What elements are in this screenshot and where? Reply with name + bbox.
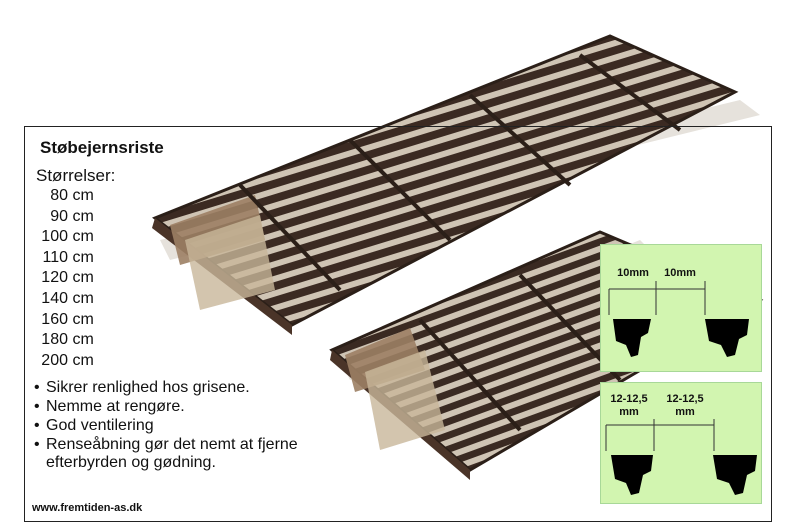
size-item: 140 cm [41, 289, 94, 307]
dim-label-left: 10mm [617, 267, 649, 279]
feature-item: Renseåbning gør det nemt at fjerne efter… [34, 436, 364, 472]
feature-item: God ventilering [34, 417, 364, 435]
profile-12mm-drawing [605, 419, 757, 495]
size-item: 120 cm [41, 269, 94, 287]
product-title: Støbejernsriste [40, 138, 164, 157]
info-text: Støbejernsriste Størrelser: 80 cm 90 cm … [34, 138, 364, 473]
feature-item: Sikrer renlighed hos grisene. [34, 379, 364, 397]
feature-item: Nemme at rengøre. [34, 398, 364, 416]
size-item: 160 cm [41, 310, 94, 328]
size-item: 110 cm [42, 248, 94, 266]
size-item: 90 cm [50, 207, 94, 225]
sizes-label: Størrelser: [36, 166, 116, 185]
size-item: 200 cm [41, 351, 94, 369]
sizes-list: 80 cm 90 cm 100 cm 110 cm 120 cm 140 cm … [34, 186, 364, 371]
info-frame [24, 126, 772, 522]
profile-10mm-drawing [608, 281, 749, 357]
profile-diagram-10mm: 10mm 10mm [600, 244, 762, 372]
size-item: 100 cm [41, 228, 94, 246]
dim-label-right: 10mm [664, 267, 696, 279]
size-item: 80 cm [50, 187, 94, 204]
website-url: www.fremtiden-as.dk [32, 502, 143, 514]
features-list: Sikrer renlighed hos grisene. Nemme at r… [34, 379, 364, 472]
size-item: 180 cm [41, 331, 94, 349]
